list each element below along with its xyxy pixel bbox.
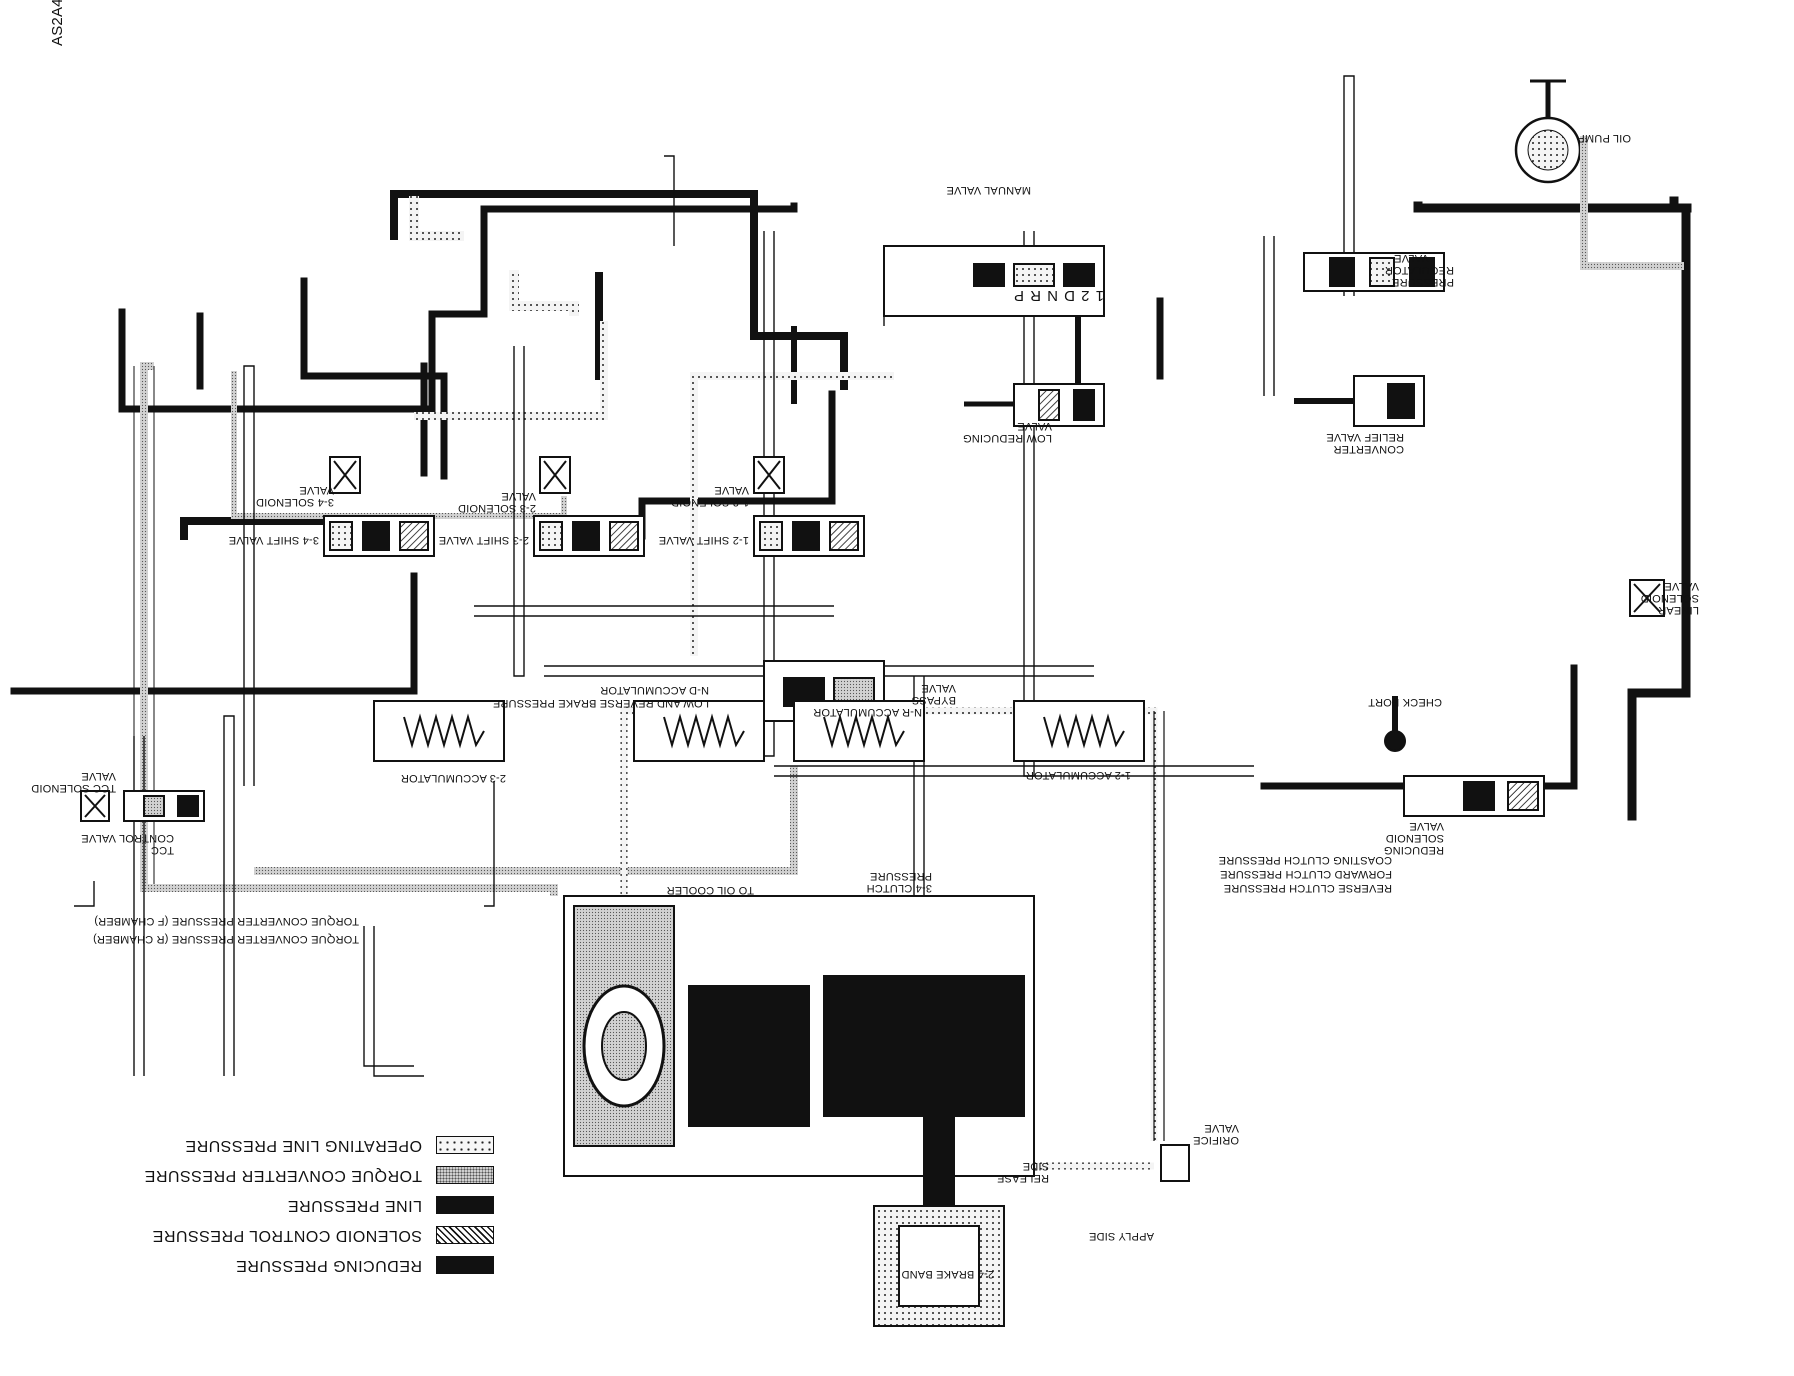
pressure-regulator-valve-label: PRESSURE REGULATOR VALVE	[1384, 252, 1454, 288]
tc-r-chamber-label: TORQUE CONVERTER PRESSURE (R CHAMBER)	[92, 933, 359, 945]
reducing-solenoid-valve-label: REDUCING SOLENOID VALVE	[1383, 820, 1444, 856]
oil-pump	[1514, 79, 1582, 184]
check-port-label: CHECK PORT	[1368, 696, 1442, 708]
forward-clutch-label: FORWARD CLUTCH PRESSURE	[1219, 868, 1392, 880]
acc-nd-label: N-D ACCUMULATOR	[600, 684, 709, 696]
oil-pump-label: OIL PUMP	[1577, 132, 1631, 144]
coasting-clutch-label: COASTING CLUTCH PRESSURE	[1218, 854, 1393, 866]
bypass-valve-label: BYPASS VALVE	[911, 682, 956, 706]
tc-f-chamber-label: TORQUE CONVERTER PRESSURE (F CHAMBER)	[94, 915, 359, 927]
converter-relief-valve-label: CONVERTER RELIEF VALVE	[1326, 431, 1404, 455]
solenoid-23-label: 2-3 SOLENOID VALVE	[457, 490, 536, 514]
tcc-control-valve-label: TCC CONTROL VALVE	[81, 832, 174, 856]
linear-solenoid-valve-label: LINEAR SOLENOID VALVE	[1640, 580, 1699, 616]
manual-valve-positions: 1 2 D N R P	[1012, 287, 1104, 304]
shift-12-label: 1-2 SHIFT VALVE	[658, 534, 749, 546]
legend-swatch-reducing	[436, 1256, 494, 1274]
manual-valve-label: MANUAL VALVE	[946, 184, 1031, 196]
to-oil-cooler-label: TO OIL COOLER	[666, 884, 754, 896]
brake-band-24-label: 2-4 BRAKE BAND	[901, 1268, 994, 1280]
valve-bodies	[80, 245, 1665, 1327]
shift-23-label: 2-3 SHIFT VALVE	[438, 534, 529, 546]
legend-swatch-dotted	[436, 1136, 494, 1154]
solenoid-34-label: 3-4 SOLENOID VALVE	[255, 484, 334, 508]
legend-swatch-hatched	[436, 1226, 494, 1244]
solenoid-12-label: 1-2 SOLENOID VALVE	[670, 484, 749, 508]
acc-23-label: 2-3 ACCUMULATOR	[400, 772, 506, 784]
apply-side-label: APPLY SIDE	[1088, 1230, 1154, 1242]
acc-12-label: 1-2 ACCUMULATOR	[1025, 769, 1131, 781]
legend-swatch-stippled	[436, 1166, 494, 1184]
release-side-label: RELEASE SIDE	[996, 1160, 1049, 1184]
low-reverse-brake-label: LOW AND REVERSE BRAKE PRESSURE	[492, 697, 709, 709]
orifice-valve-label: ORIFICE VALVE	[1192, 1122, 1239, 1146]
low-reducing-valve-label: LOW REDUCING VALVE	[962, 420, 1052, 444]
clutch-34-label: 3-4 CLUTCH PRESSURE	[866, 870, 932, 894]
legend-swatch-line	[436, 1196, 494, 1214]
acc-nr-label: N-R ACCUMULATOR	[813, 706, 922, 718]
reverse-clutch-label: REVERSE CLUTCH PRESSURE	[1223, 882, 1392, 894]
tcc-solenoid-valve-label: TCC SOLENOID VALVE	[31, 770, 116, 794]
figure-code: AS2A420I	[49, 0, 66, 46]
shift-34-label: 3-4 SHIFT VALVE	[228, 534, 319, 546]
